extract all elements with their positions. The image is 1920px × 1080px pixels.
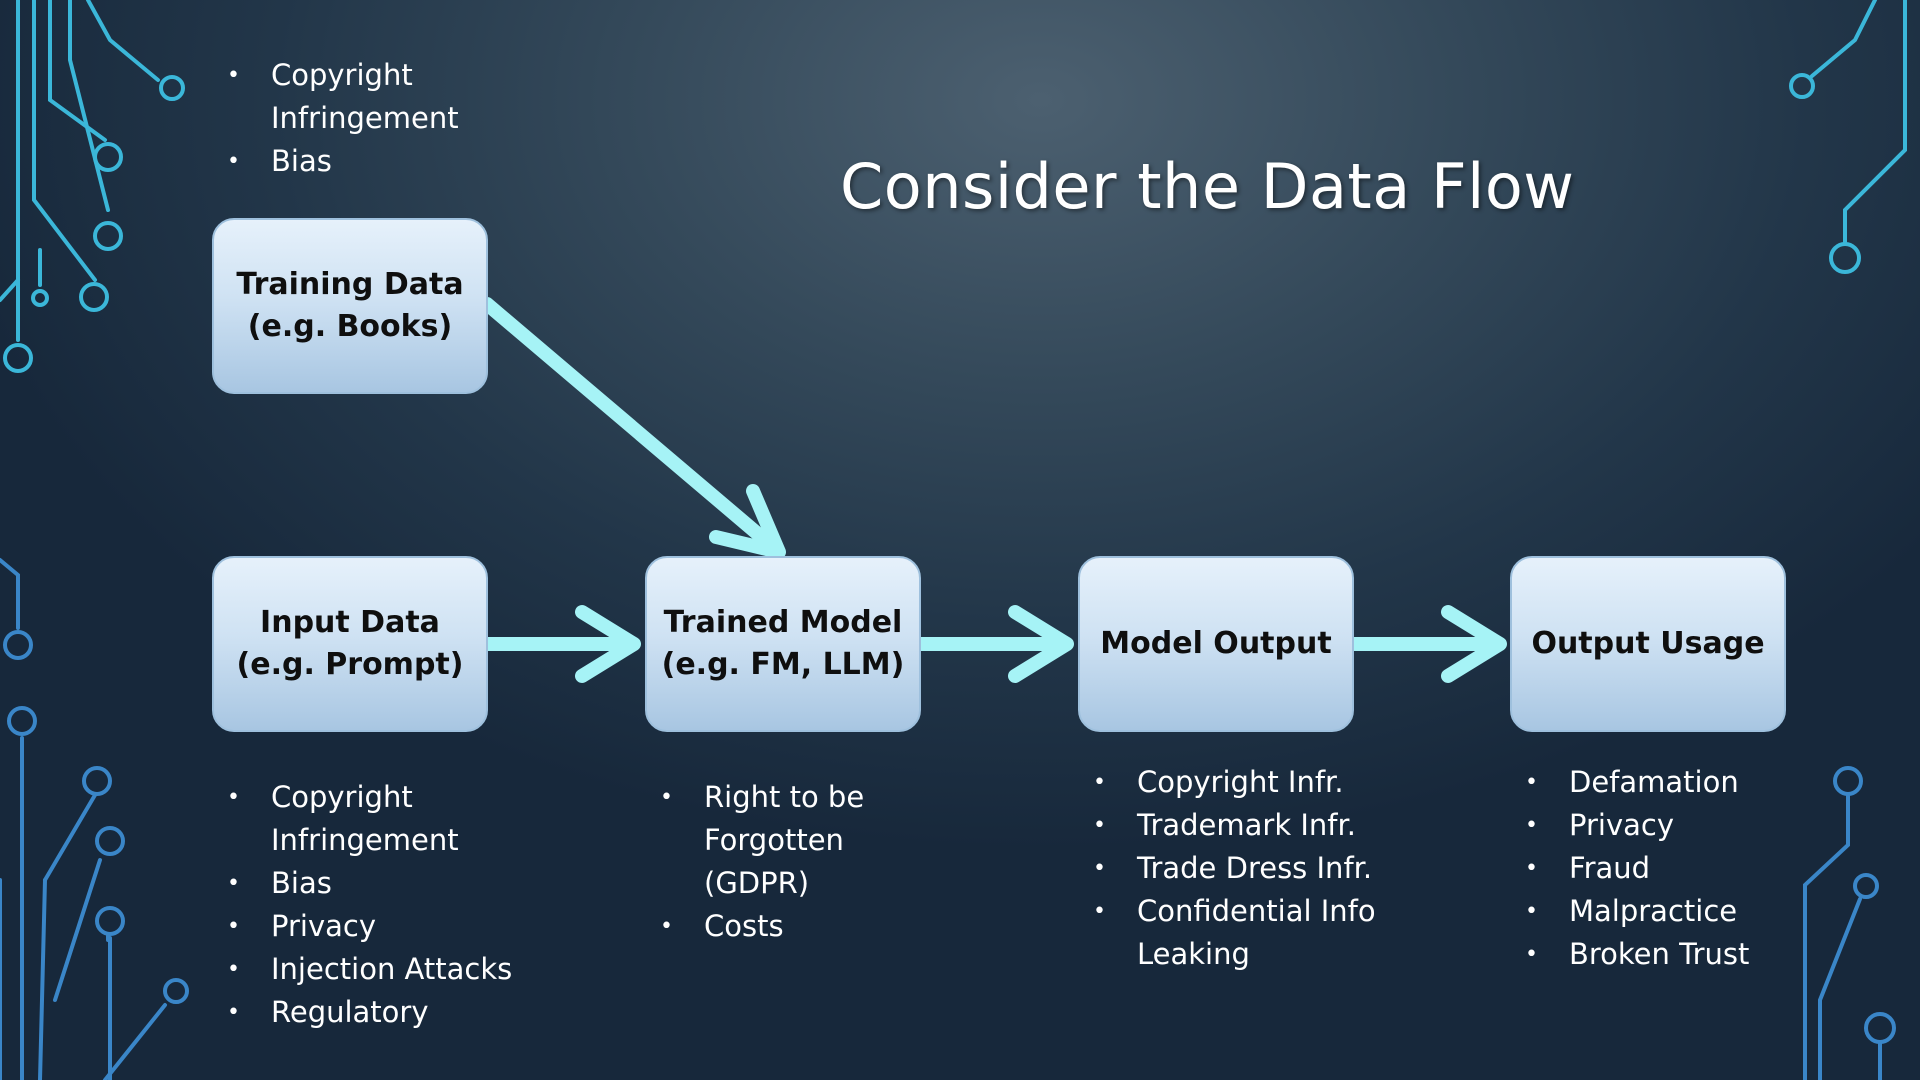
- list-item: •Broken Trust: [1525, 933, 1749, 976]
- bullet-icon: •: [227, 957, 240, 982]
- risk-list-trained-model: •Right to be Forgotten (GDPR) •Costs: [660, 776, 884, 948]
- flow-arrows: [479, 297, 1507, 683]
- list-item: •Right to be Forgotten (GDPR): [660, 776, 884, 905]
- arrow-model-to-output-icon: [911, 605, 1074, 683]
- arrow-output-to-usage-icon: [1344, 605, 1507, 683]
- node-input-data-example: (e.g. Prompt): [236, 647, 464, 682]
- list-item: •Trade Dress Infr.: [1093, 847, 1387, 890]
- circuit-bottom-left-icon: [0, 558, 189, 1080]
- list-item: •Costs: [660, 905, 884, 948]
- bullet-icon: •: [1525, 942, 1538, 967]
- bullet-icon: •: [1525, 899, 1538, 924]
- list-item: •Confidential Info Leaking: [1093, 890, 1387, 976]
- bullet-icon: •: [1525, 813, 1538, 838]
- arrow-training-to-model-icon: [480, 297, 786, 559]
- risk-list-training-data: •Copyright Infringement •Bias: [227, 54, 461, 183]
- list-item: •Regulatory: [227, 991, 512, 1034]
- bullet-icon: •: [660, 914, 673, 939]
- node-model-output-label: Model Output: [1100, 626, 1332, 661]
- node-output-usage-label: Output Usage: [1531, 626, 1765, 661]
- bullet-icon: •: [1093, 856, 1106, 881]
- bullet-icon: •: [1525, 856, 1538, 881]
- bullet-icon: •: [227, 785, 240, 810]
- node-trained-model-label: Trained Model: [663, 605, 903, 640]
- node-training-data-label: Training Data: [236, 267, 464, 302]
- node-model-output: Model Output: [1078, 556, 1354, 732]
- list-item: •Bias: [227, 862, 512, 905]
- bullet-icon: •: [227, 914, 240, 939]
- list-item: •Copyright Infr.: [1093, 761, 1387, 804]
- bullet-icon: •: [660, 785, 673, 810]
- risk-list-model-output: •Copyright Infr. •Trademark Infr. •Trade…: [1093, 761, 1387, 976]
- circuit-top-right-icon: [1789, 0, 1907, 274]
- node-training-data: Training Data (e.g. Books): [212, 218, 488, 394]
- bullet-icon: •: [1093, 899, 1106, 924]
- bullet-icon: •: [227, 63, 240, 88]
- bullet-icon: •: [227, 871, 240, 896]
- bullet-icon: •: [227, 1000, 240, 1025]
- node-trained-model-example: (e.g. FM, LLM): [661, 647, 905, 682]
- list-item: •Defamation: [1525, 761, 1749, 804]
- bullet-icon: •: [1525, 770, 1538, 795]
- list-item: •Privacy: [1525, 804, 1749, 847]
- node-input-data: Input Data (e.g. Prompt): [212, 556, 488, 732]
- list-item: •Privacy: [227, 905, 512, 948]
- list-item: •Copyright Infringement: [227, 776, 461, 862]
- risk-list-output-usage: •Defamation •Privacy •Fraud •Malpractice…: [1525, 761, 1749, 976]
- bullet-icon: •: [1093, 770, 1106, 795]
- slide-title: Consider the Data Flow: [840, 150, 1575, 223]
- arrow-input-to-model-icon: [479, 605, 641, 683]
- list-item: •Copyright Infringement: [227, 54, 461, 140]
- list-item: •Malpractice: [1525, 890, 1749, 933]
- node-output-usage: Output Usage: [1510, 556, 1786, 732]
- circuit-bottom-right-icon: [1803, 766, 1896, 1080]
- node-training-data-example: (e.g. Books): [247, 309, 453, 344]
- node-trained-model: Trained Model (e.g. FM, LLM): [645, 556, 921, 732]
- bullet-icon: •: [227, 149, 240, 174]
- list-item: •Fraud: [1525, 847, 1749, 890]
- list-item: •Bias: [227, 140, 461, 183]
- circuit-top-left-icon: [0, 0, 185, 373]
- risk-list-input-data: •Copyright Infringement •Bias •Privacy •…: [227, 776, 512, 1034]
- list-item: •Trademark Infr.: [1093, 804, 1387, 847]
- bullet-icon: •: [1093, 813, 1106, 838]
- node-input-data-label: Input Data: [260, 605, 440, 640]
- list-item: •Injection Attacks: [227, 948, 512, 991]
